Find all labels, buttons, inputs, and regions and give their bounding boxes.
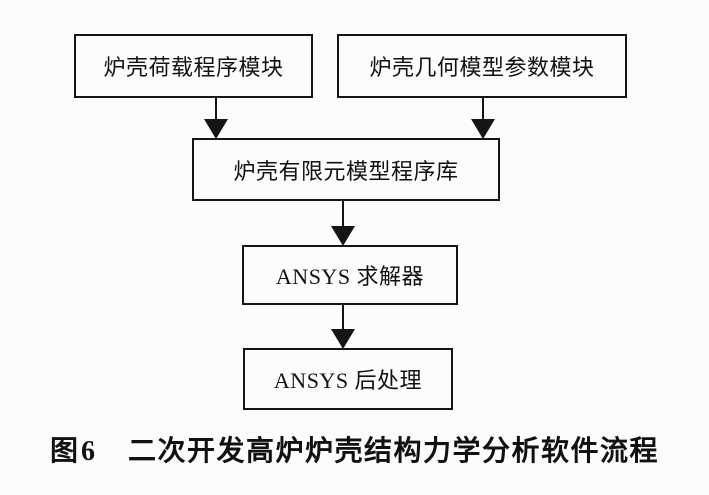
arrow-shaft xyxy=(215,98,217,119)
figure-caption-title: 二次开发高炉炉壳结构力学分析软件流程 xyxy=(128,436,660,467)
flow-node-ansys-postprocess: ANSYS 后处理 xyxy=(243,348,453,410)
figure-caption: 图6 二次开发高炉炉壳结构力学分析软件流程 xyxy=(0,429,709,469)
arrow-load-to-femodel xyxy=(204,98,228,139)
flow-node-shell-load-module: 炉壳荷载程序模块 xyxy=(74,34,313,98)
flow-node-shell-load-module-label: 炉壳荷载程序模块 xyxy=(103,55,284,80)
arrow-shaft xyxy=(482,98,484,119)
flow-node-shell-geometry-module: 炉壳几何模型参数模块 xyxy=(337,34,627,98)
arrowhead-down-icon xyxy=(471,119,495,139)
flow-node-ansys-postprocess-label: ANSYS 后处理 xyxy=(273,368,423,393)
figure-caption-number: 图6 xyxy=(49,436,98,467)
flow-node-shell-geometry-module-label: 炉壳几何模型参数模块 xyxy=(369,55,595,80)
arrowhead-down-icon xyxy=(204,119,228,139)
flow-node-fe-model-library: 炉壳有限元模型程序库 xyxy=(192,138,500,201)
flow-node-fe-model-library-label: 炉壳有限元模型程序库 xyxy=(233,158,459,184)
arrow-shaft xyxy=(342,305,344,329)
flow-node-ansys-solver-label: ANSYS 求解器 xyxy=(275,264,425,289)
flow-node-ansys-solver: ANSYS 求解器 xyxy=(242,245,458,305)
arrow-shaft xyxy=(342,200,344,226)
arrow-solver-to-postprocess xyxy=(331,305,355,349)
arrow-geometry-to-femodel xyxy=(471,98,495,139)
arrow-femodel-to-solver xyxy=(331,200,355,246)
arrowhead-down-icon xyxy=(331,329,355,349)
arrowhead-down-icon xyxy=(331,226,355,246)
